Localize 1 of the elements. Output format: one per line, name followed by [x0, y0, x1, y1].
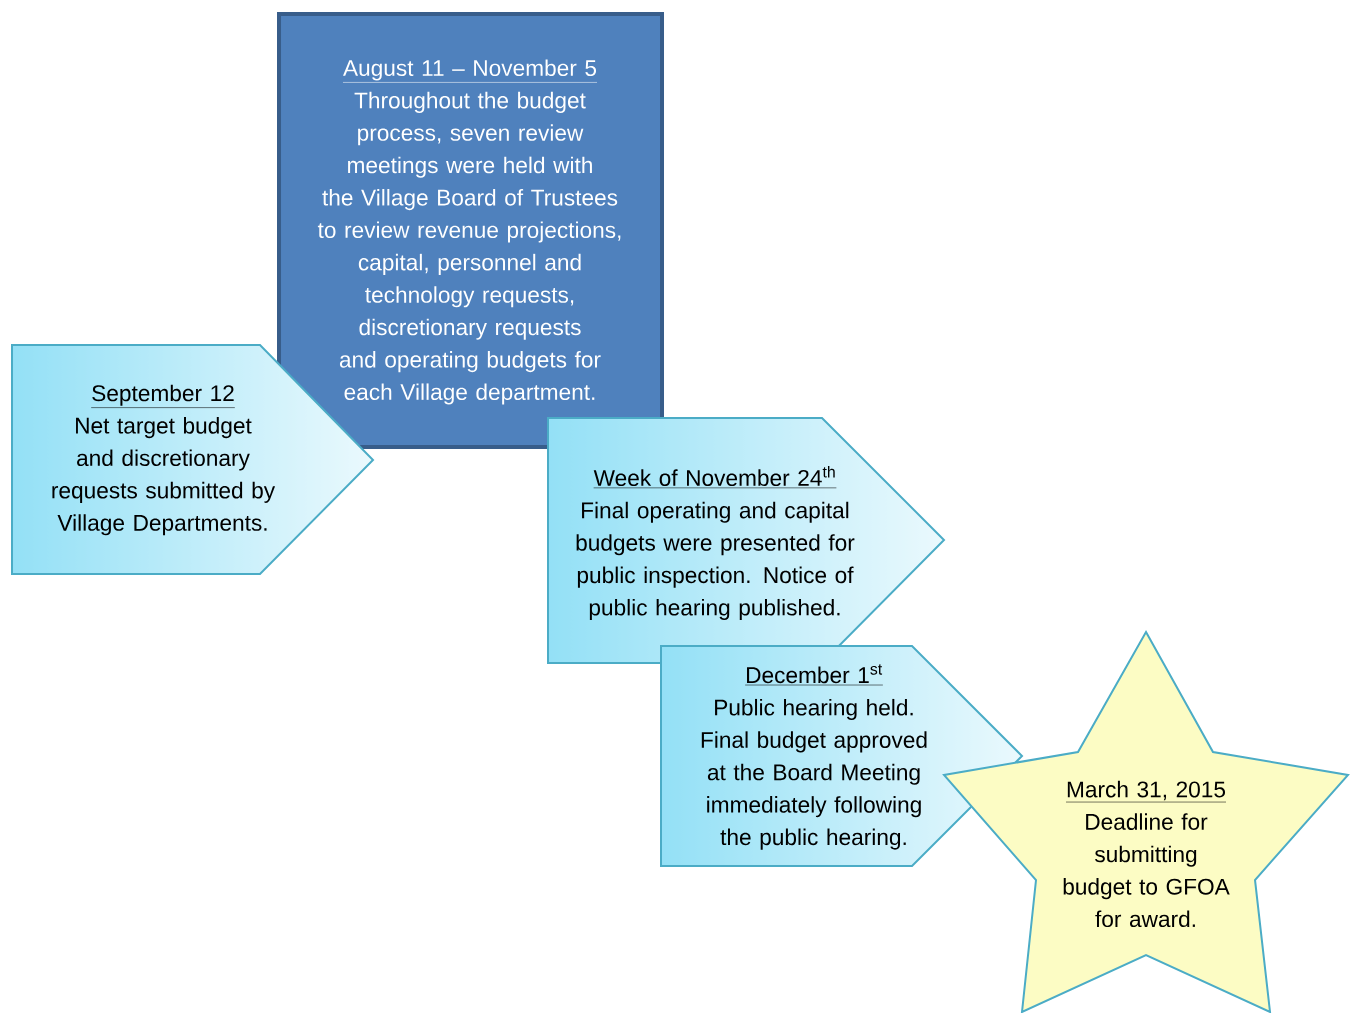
process-box: August 11 – November 5 Throughout the budget process, seven review meetings were held with the Village Board of Trustees to review revenue projections, capital, personnel and technology requests, discretionary requests and operating budgets for each Village department. — [277, 12, 664, 449]
